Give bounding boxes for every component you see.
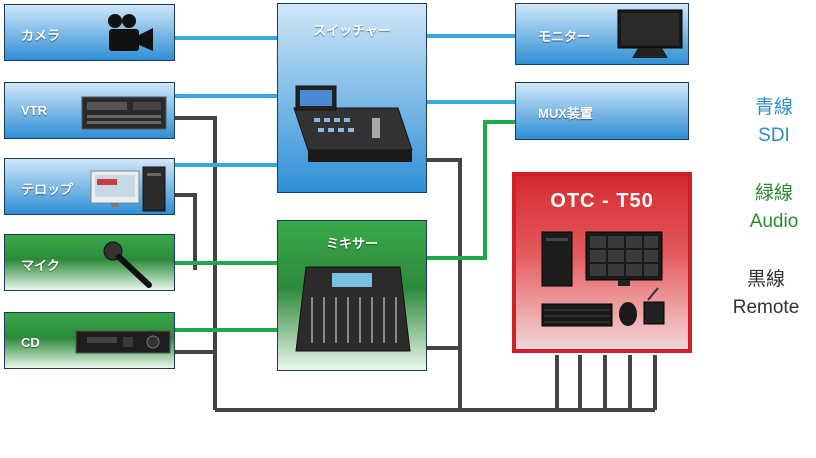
- video-camera-icon: [108, 14, 153, 51]
- otc-pc-set-icon: [541, 231, 665, 327]
- otc-t50-title: OTC - T50: [550, 190, 654, 212]
- camera-box: カメラ: [4, 4, 175, 61]
- legend-remote-subtitle: Remote: [732, 297, 800, 318]
- legend-audio-title: 緑線: [754, 183, 793, 204]
- camera-label: カメラ: [21, 28, 61, 43]
- mic-label: マイク: [21, 258, 60, 273]
- mixer-box: ミキサー: [277, 220, 427, 371]
- mic-box: マイク: [4, 234, 175, 291]
- microphone-icon: [103, 241, 152, 288]
- audio-line-mux: [427, 120, 515, 260]
- monitor-box: モニター: [515, 3, 689, 65]
- mux-label: MUX装置: [538, 106, 593, 121]
- legend-audio: 緑線 Audio: [724, 180, 816, 236]
- mixer-label: ミキサー: [325, 236, 378, 251]
- legend-sdi-subtitle: SDI: [758, 125, 790, 146]
- switcher-label: スイッチャー: [313, 23, 391, 38]
- remote-line-switcher: [427, 158, 462, 410]
- monitor-label: モニター: [538, 29, 591, 44]
- legend-remote-title: 黒線: [746, 269, 785, 290]
- legend-sdi: 青線 SDI: [724, 94, 816, 150]
- mux-box: MUX装置: [515, 82, 689, 140]
- monitor-icon: [617, 9, 683, 58]
- audio-mixer-icon: [295, 266, 411, 352]
- remote-line-telop: [175, 193, 197, 270]
- video-switcher-icon: [293, 85, 413, 162]
- telop-workstation-icon: [90, 166, 166, 212]
- remote-line-vtr: [175, 116, 217, 410]
- legend-audio-subtitle: Audio: [749, 211, 799, 232]
- telop-label: テロップ: [21, 182, 74, 197]
- legend-remote: 黒線 Remote: [716, 266, 816, 322]
- switcher-box: スイッチャー: [277, 3, 427, 193]
- otc-t50-box: OTC - T50: [512, 172, 692, 353]
- vtr-box: VTR: [4, 82, 175, 139]
- telop-box: テロップ: [4, 158, 175, 215]
- cd-player-icon: [75, 330, 171, 354]
- legend-sdi-title: 青線: [754, 97, 793, 118]
- vtr-label: VTR: [21, 103, 47, 118]
- cd-box: CD: [4, 312, 175, 369]
- cd-label: CD: [21, 335, 40, 350]
- vtr-deck-icon: [81, 96, 167, 130]
